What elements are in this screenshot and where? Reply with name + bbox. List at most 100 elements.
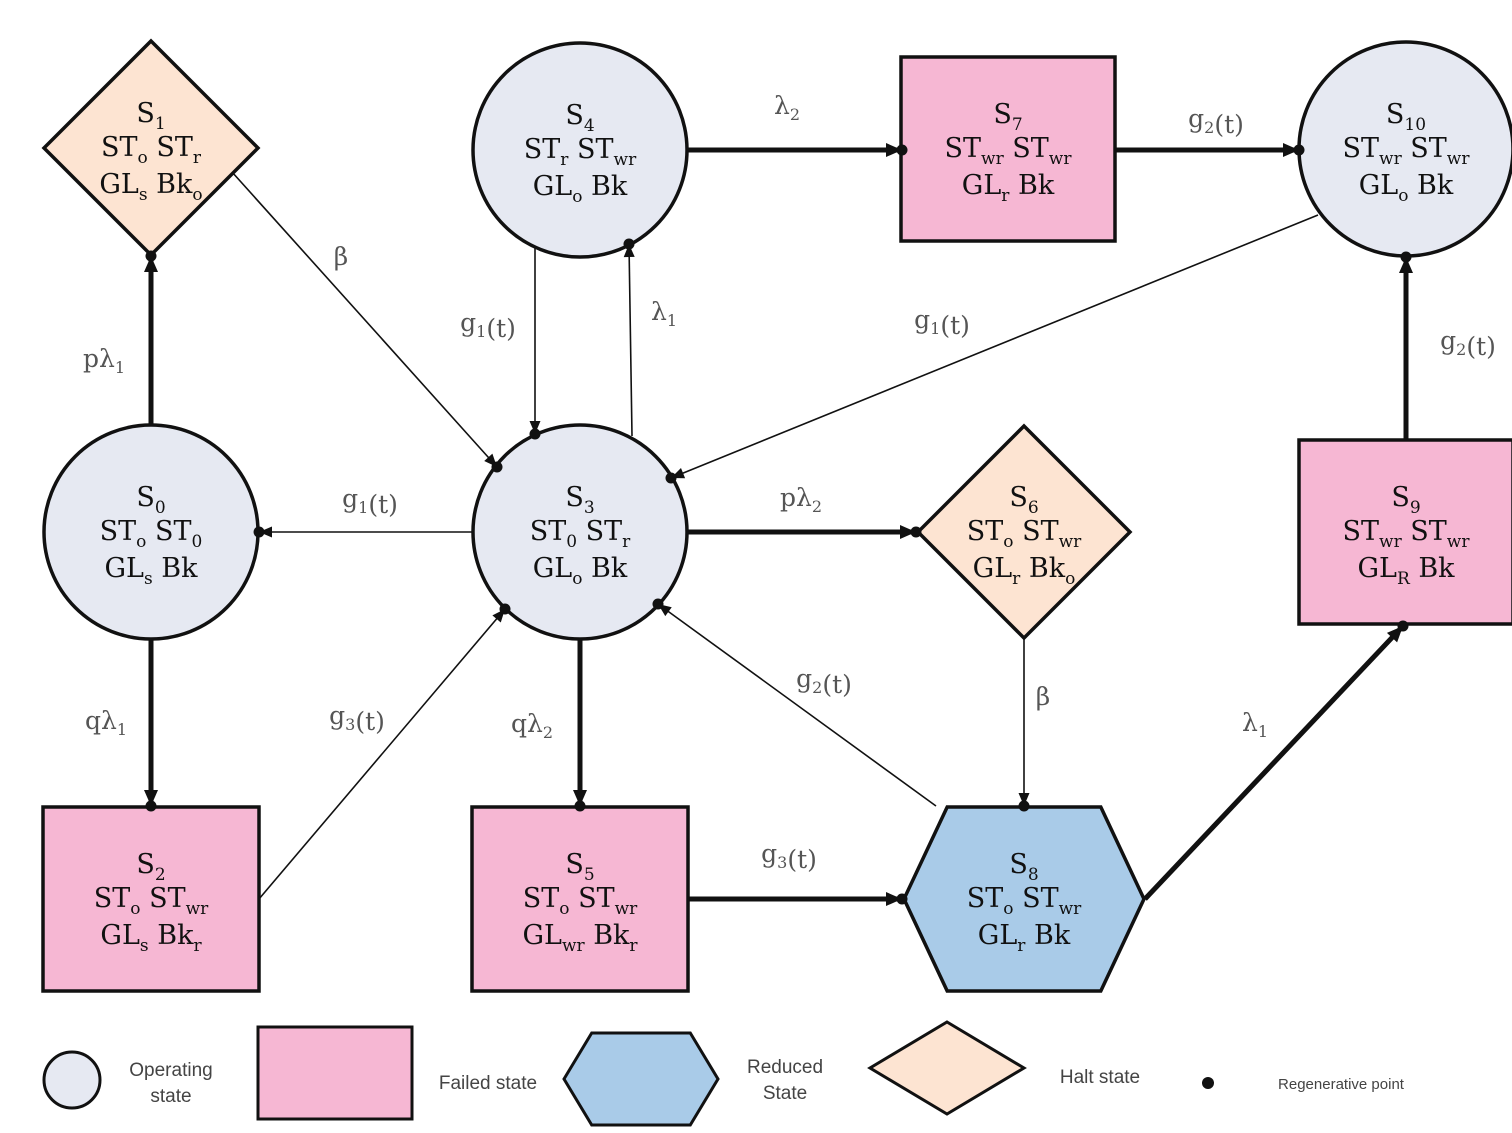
state-composition-line: STwr STwr: [945, 133, 1073, 169]
regenerative-point: [253, 526, 265, 538]
regenerative-point: [665, 472, 677, 484]
transition-label: g1(t): [460, 308, 516, 343]
transition-s10-to-s3: [670, 214, 1319, 479]
regenerative-point: [491, 461, 503, 473]
legend-item-halt: Halt state: [867, 1020, 1140, 1116]
state-composition-line: ST0 STr: [530, 516, 631, 552]
transition-label: pλ1: [83, 344, 125, 377]
state-composition-line: STr STwr: [524, 134, 637, 170]
transition-label: pλ2: [780, 483, 822, 516]
state-composition-line: STwr STwr: [1343, 133, 1471, 169]
state-composition-line: GLR Bk: [1357, 553, 1455, 589]
state-composition-line: GLo Bk: [1359, 170, 1454, 206]
state-composition-line: GLs Bkr: [100, 920, 202, 956]
regenerative-point: [1293, 144, 1305, 156]
state-s8-shape: [902, 805, 1146, 993]
transition-s8-to-s3: [657, 603, 937, 807]
state-name: S3: [565, 482, 594, 518]
state-name: S1: [136, 98, 165, 134]
regenerative-point: [896, 144, 908, 156]
arrowhead: [259, 526, 272, 538]
arrowhead: [886, 892, 902, 906]
state-composition-line: GLs Bko: [99, 169, 202, 205]
regenerative-point: [1397, 620, 1409, 632]
legend-label: Reduced: [747, 1057, 823, 1078]
legend-label: Halt state: [1060, 1067, 1140, 1088]
state-composition-line: STo STwr: [94, 883, 209, 919]
transition-s2-to-s3: [258, 608, 506, 900]
regenerative-point: [574, 800, 586, 812]
state-s9-shape: [1297, 438, 1512, 626]
transition-label: g2(t): [796, 664, 852, 699]
transition-label: g2(t): [1188, 104, 1244, 139]
legend-label: Operating: [129, 1060, 212, 1081]
legend-item-regen: Regenerative point: [1202, 1076, 1405, 1093]
transition-s3-to-s4: [628, 243, 633, 437]
regenerative-points-layer: [145, 144, 1412, 905]
arrowhead: [573, 790, 587, 806]
state-composition-line: GLs Bk: [104, 553, 198, 589]
legend-diamond-icon: [867, 1020, 1027, 1116]
state-s2-shape: [41, 805, 261, 993]
state-composition-line: GLr Bk: [962, 170, 1055, 206]
transition-label: qλ2: [511, 709, 553, 742]
legend-dot-icon: [1202, 1077, 1214, 1089]
state-composition-line: GLr Bk: [978, 920, 1071, 956]
transition-s1-to-s3: [231, 171, 498, 468]
state-composition-line: STwr STwr: [1343, 516, 1471, 552]
state-composition-line: GLr Bko: [973, 553, 1076, 589]
state-name: S7: [993, 99, 1022, 135]
arrowhead: [1399, 257, 1413, 273]
state-s3-shape: [471, 423, 689, 641]
transition-s8-to-s9: [1143, 624, 1405, 901]
state-s6-shape: [915, 423, 1133, 641]
regenerative-point: [910, 526, 922, 538]
arrowhead: [1283, 143, 1299, 157]
state-name: S9: [1391, 482, 1420, 518]
transition-label: β: [1036, 682, 1050, 711]
transition-label: λ2: [774, 91, 800, 124]
legend-rect-icon: [256, 1025, 414, 1121]
arrowhead: [1386, 626, 1403, 643]
legend-label: State: [763, 1083, 807, 1104]
arrowhead: [623, 244, 635, 258]
state-composition-line: STo ST0: [100, 516, 203, 552]
transition-label: g1(t): [342, 484, 398, 519]
state-s5-shape: [470, 805, 690, 993]
regenerative-point: [1400, 251, 1412, 263]
legend-item-failed: Failed state: [256, 1025, 537, 1121]
transition-label: β: [334, 242, 348, 271]
regenerative-point: [499, 603, 511, 615]
arrowhead: [1018, 793, 1030, 806]
state-composition-line: GLo Bk: [533, 553, 628, 589]
legend-circle-icon: [42, 1050, 102, 1110]
state-name: S4: [565, 100, 594, 136]
arrowhead: [144, 790, 158, 806]
transition-label: g3(t): [761, 839, 817, 874]
transitions-layer: [144, 143, 1413, 906]
state-composition-line: STo STwr: [967, 516, 1082, 552]
regenerative-point: [529, 428, 541, 440]
transition-label: λ1: [651, 297, 677, 330]
state-name: S6: [1009, 482, 1038, 518]
regenerative-point: [1018, 800, 1030, 812]
regenerative-point: [145, 800, 157, 812]
state-composition-line: STo STwr: [523, 883, 638, 919]
state-composition-line: STo STwr: [967, 883, 1082, 919]
state-composition-line: GLo Bk: [533, 171, 628, 207]
regenerative-point: [896, 893, 908, 905]
